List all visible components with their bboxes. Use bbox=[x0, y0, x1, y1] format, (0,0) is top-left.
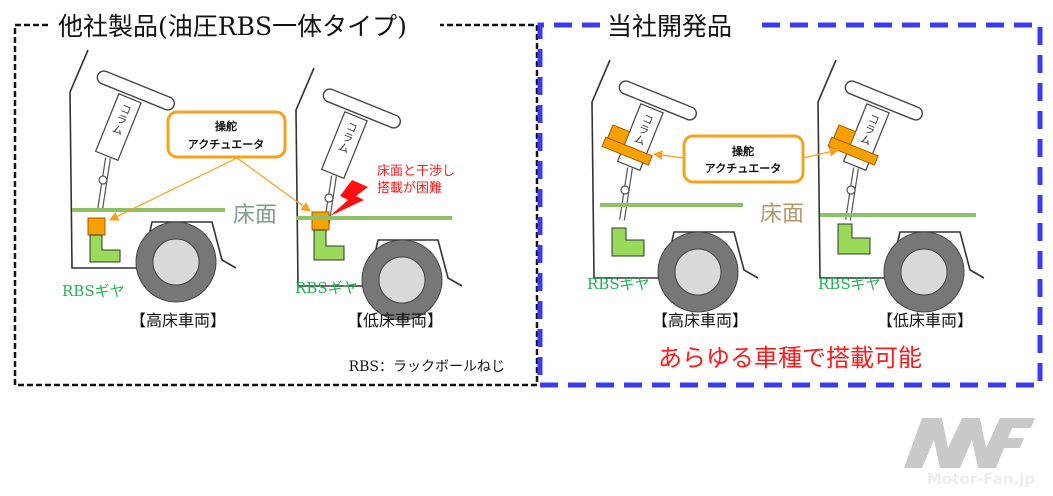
callout-line2: アクチュエータ bbox=[705, 162, 781, 175]
actuator-callout bbox=[682, 134, 805, 184]
rbs-gear bbox=[611, 227, 645, 257]
right-panel: 当社開発品 コラム 床面 RBSギヤ コラム bbox=[537, 12, 1043, 388]
warning-text-line2: 搭載が困難 bbox=[377, 180, 442, 196]
steering-column bbox=[94, 93, 142, 162]
gear-label: RBSギヤ bbox=[818, 275, 881, 293]
lightning-icon bbox=[330, 180, 368, 216]
vehicle-high-floor-ours: コラム bbox=[592, 60, 758, 312]
left-panel-border bbox=[13, 23, 539, 387]
watermark-site: Motor-Fan.jp bbox=[927, 470, 1035, 488]
actuator-callout bbox=[166, 110, 287, 159]
left-panel: 他社製品(油圧RBS一体タイプ) コラム 床面 RBSギヤ コラム 床面と干渉し bbox=[13, 12, 539, 387]
callout-line2: アクチュエータ bbox=[188, 138, 264, 151]
gear-label: RBSギヤ bbox=[62, 282, 125, 300]
motor-fan-logo: Motor-Fan.jp bbox=[904, 418, 1035, 488]
steering-column bbox=[320, 111, 368, 180]
gear-label: RBSギヤ bbox=[587, 275, 650, 293]
rbs-gear bbox=[89, 234, 121, 263]
callout-arrow bbox=[802, 147, 840, 159]
actuator-block bbox=[87, 217, 106, 236]
vehicle-low-floor-competitor: コラム bbox=[296, 68, 462, 320]
vehicle-high-floor-competitor: コラム bbox=[70, 50, 236, 302]
label-low-floor: 【低床車両】 bbox=[877, 311, 973, 330]
actuator-plate bbox=[601, 136, 653, 166]
label-low-floor: 【低床車両】 bbox=[347, 311, 443, 330]
gear-label: RBSギヤ bbox=[295, 279, 358, 297]
right-panel-title: 当社開発品 bbox=[607, 12, 732, 41]
conclusion-text: あらゆる車種で搭載可能 bbox=[658, 344, 922, 372]
footnote: RBS：ラックボールねじ bbox=[349, 359, 505, 375]
callout-arrow bbox=[236, 157, 311, 212]
callout-arrow bbox=[652, 150, 685, 160]
mf-logo-mark bbox=[904, 418, 1035, 468]
left-panel-title: 他社製品(油圧RBS一体タイプ) bbox=[58, 12, 407, 41]
callout-line1: 操舵 bbox=[732, 144, 754, 158]
rbs-gear bbox=[313, 229, 345, 261]
actuator-plate bbox=[827, 136, 879, 166]
floor-label: 床面 bbox=[233, 203, 277, 228]
actuator-block bbox=[607, 124, 631, 146]
callout-line1: 操舵 bbox=[215, 119, 237, 133]
callout-arrow bbox=[108, 157, 238, 221]
label-high-floor: 【高床車両】 bbox=[652, 311, 748, 330]
actuator-block bbox=[311, 211, 330, 231]
actuator-block bbox=[833, 124, 857, 146]
vehicle-low-floor-ours: コラム bbox=[818, 60, 984, 312]
warning-text-line1: 床面と干渉し bbox=[377, 164, 455, 179]
rbs-gear bbox=[837, 223, 871, 255]
right-panel-border bbox=[537, 22, 1043, 388]
floor-label: 床面 bbox=[760, 202, 804, 227]
label-high-floor: 【高床車両】 bbox=[130, 311, 226, 330]
